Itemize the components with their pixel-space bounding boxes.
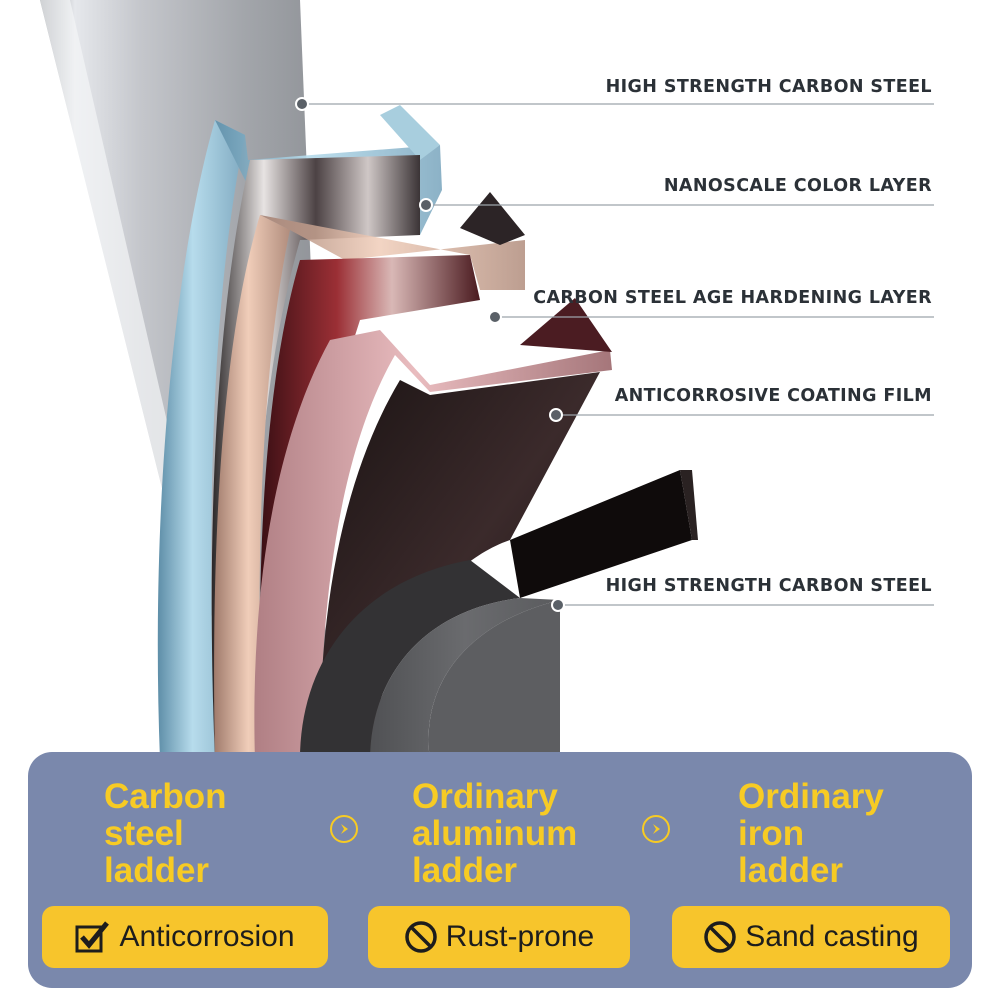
check-box-icon [75,921,111,953]
carbon-steel-title: Carbon steel ladder [104,777,227,890]
badge-text: Rust-prone [445,920,595,953]
leader-dot [419,198,433,212]
layer-label-3: CARBON STEEL AGE HARDENING LAYER [533,288,932,308]
prohibited-icon [703,920,737,954]
rust-prone-badge: Rust-prone [368,906,630,968]
aluminum-title: Ordinary aluminum ladder [412,777,578,890]
prohibited-icon [404,920,438,954]
layer-label-2: NANOSCALE COLOR LAYER [663,176,932,196]
chevron-right-icon [642,815,670,843]
leader-dot [488,310,502,324]
badge-text: Anticorrosion [119,920,295,953]
layer-label-4: ANTICORROSIVE COATING FILM [614,386,932,406]
sand-casting-badge: Sand casting [672,906,950,968]
chevron-right-icon [330,815,358,843]
iron-title: Ordinary iron ladder [738,777,884,890]
leader-dot [551,598,565,612]
layer-label-1: HIGH STRENGTH CARBON STEEL [605,77,932,97]
leader-dot [295,97,309,111]
badge-text: Sand casting [745,920,919,953]
anticorrosion-badge: Anticorrosion [42,906,328,968]
layer-label-5: HIGH STRENGTH CARBON STEEL [605,576,932,596]
leader-dot [549,408,563,422]
